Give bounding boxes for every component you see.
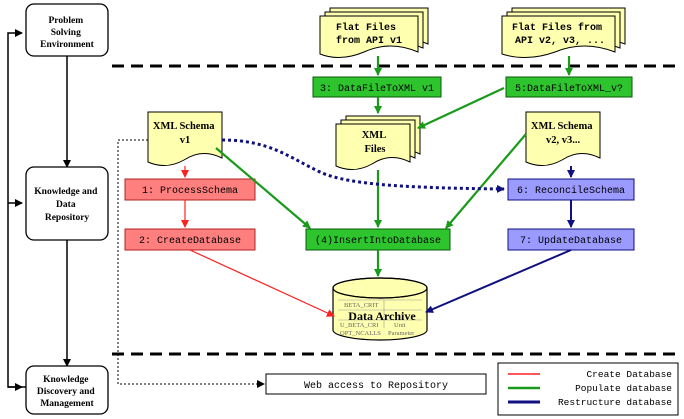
legend-populate: Populate database xyxy=(575,383,672,394)
stage-problem-solving: Problem Solving Environment xyxy=(25,3,109,57)
legend-restructure: Restructure database xyxy=(558,397,672,408)
svg-text:OPT_NCALLS: OPT_NCALLS xyxy=(340,330,381,337)
doc-flat-files-v2: Flat Files from API v2, v3, ... xyxy=(501,7,626,58)
svg-text:Unit: Unit xyxy=(394,322,406,329)
stage-knowledge-data-repository: Knowledge and Data Repository xyxy=(25,166,109,241)
svg-text:XML Schema v2, v3...: XML Schema v2, v3... xyxy=(531,121,595,146)
svg-text:U_BETA_CRI: U_BETA_CRI xyxy=(340,322,378,329)
svg-text:XML Files: XML Files xyxy=(362,130,389,155)
svg-text:BETA_CRIT: BETA_CRIT xyxy=(344,302,379,309)
data-archive-cylinder: BETA_CRIT U_BETA_CRI OPT_NCALLS Unit Par… xyxy=(332,277,428,341)
svg-text:Data Archive: Data Archive xyxy=(348,309,416,323)
doc-xml-schema-v1: XML Schema v1 xyxy=(147,111,223,166)
doc-xml-schema-v2: XML Schema v2, v3... xyxy=(525,111,601,166)
svg-text:7: UpdateDatabase: 7: UpdateDatabase xyxy=(520,235,622,247)
process-process-schema: 1: ProcessSchema xyxy=(124,178,256,201)
feedback-loop xyxy=(7,29,71,391)
process-reconcile-schema: 6: ReconcileSchema xyxy=(507,178,635,201)
svg-text:Flat Files from API v1: Flat Files from API v1 xyxy=(336,22,402,47)
svg-text:1: ProcessSchema: 1: ProcessSchema xyxy=(142,185,238,197)
stage-knowledge-discovery: Knowledge Discovery and Management xyxy=(25,365,109,415)
svg-text:5:DataFileToXML_v?: 5:DataFileToXML_v? xyxy=(515,83,623,95)
populate-arrows xyxy=(215,56,573,277)
svg-text:Knowledge Discovery and: Knowledge Discovery and Management xyxy=(37,375,97,409)
process-insert-into-database: (4)InsertIntoDatabase xyxy=(305,228,451,251)
legend-create: Create Database xyxy=(586,369,672,380)
doc-flat-files-v1: Flat Files from API v1 xyxy=(319,7,429,58)
svg-text:Flat Files from API v2,: Flat Files from API v2, v3, ... xyxy=(512,22,608,47)
process-data-file-to-xml-v1: 3: DataFileToXML v1 xyxy=(312,76,442,98)
web-access-link xyxy=(117,139,265,388)
svg-text:Web access to Repository: Web access to Repository xyxy=(304,380,448,392)
process-data-file-to-xml-v2: 5:DataFileToXML_v? xyxy=(505,76,633,98)
svg-text:6: ReconcileSchema: 6: ReconcileSchema xyxy=(517,185,625,197)
svg-text:(4)InsertIntoDatabase: (4)InsertIntoDatabase xyxy=(315,235,441,247)
web-access-box: Web access to Repository xyxy=(265,373,487,395)
svg-text:3: DataFileToXML v1: 3: DataFileToXML v1 xyxy=(320,83,434,95)
process-update-database: 7: UpdateDatabase xyxy=(507,228,635,251)
svg-text:Knowledge and Data: Knowledge and Data Repository xyxy=(34,187,99,223)
svg-text:XML Schema v1: XML Schema v1 xyxy=(153,121,217,146)
legend: Create Database Populate database Restru… xyxy=(497,362,679,416)
restructure-arrows xyxy=(221,138,575,313)
svg-text:2: CreateDatabase: 2: CreateDatabase xyxy=(139,235,241,247)
process-create-database: 2: CreateDatabase xyxy=(124,228,256,251)
doc-xml-files: XML Files xyxy=(335,115,421,170)
create-arrows xyxy=(181,166,335,317)
svg-text:Problem Solving En: Problem Solving Environment xyxy=(40,16,95,50)
svg-text:Parameter: Parameter xyxy=(388,330,415,337)
